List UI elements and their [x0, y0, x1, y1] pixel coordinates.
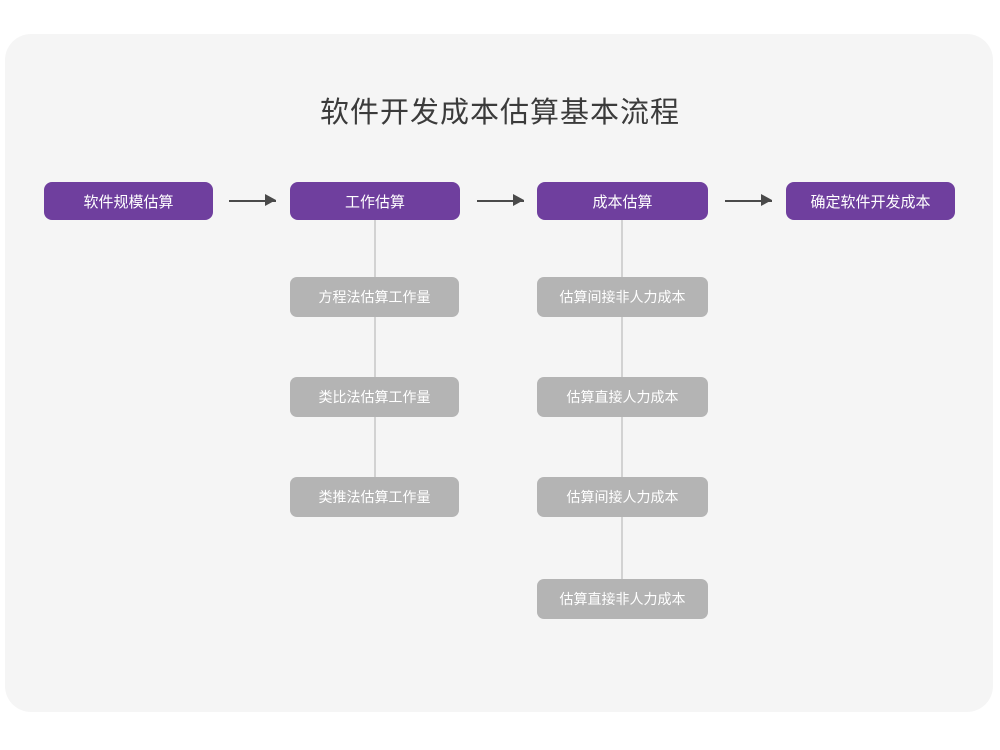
arrow-shaft [477, 200, 524, 202]
flow-node-step-1[interactable]: 软件规模估算 [44, 182, 213, 220]
diagram-card [5, 34, 993, 712]
flow-node-cost-3[interactable]: 估算间接人力成本 [537, 477, 708, 517]
flow-node-cost-4[interactable]: 估算直接非人力成本 [537, 579, 708, 619]
arrow-shaft [229, 200, 276, 202]
page-title: 软件开发成本估算基本流程 [319, 97, 680, 129]
connector-cost-trunk [621, 220, 623, 280]
arrow-right-icon-2 [477, 191, 524, 211]
connector-cost-3-4 [621, 516, 623, 581]
arrow-head [761, 194, 772, 206]
arrow-shaft [725, 200, 772, 202]
connector-cost-2-3 [621, 416, 623, 479]
flow-node-step-3[interactable]: 成本估算 [537, 182, 708, 220]
flow-node-cost-2[interactable]: 估算直接人力成本 [537, 377, 708, 417]
arrow-right-icon-3 [725, 191, 772, 211]
flow-node-work-3[interactable]: 类推法估算工作量 [290, 477, 459, 517]
connector-cost-1-2 [621, 316, 623, 379]
flow-node-work-1[interactable]: 方程法估算工作量 [290, 277, 459, 317]
arrow-head [265, 194, 276, 206]
arrow-head [513, 194, 524, 206]
flow-node-step-2[interactable]: 工作估算 [290, 182, 460, 220]
connector-work-2-3 [374, 416, 376, 479]
connector-work-1-2 [374, 316, 376, 379]
flow-node-work-2[interactable]: 类比法估算工作量 [290, 377, 459, 417]
flow-node-step-4[interactable]: 确定软件开发成本 [786, 182, 955, 220]
connector-work-trunk [374, 220, 376, 280]
flow-node-cost-1[interactable]: 估算间接非人力成本 [537, 277, 708, 317]
arrow-right-icon-1 [229, 191, 276, 211]
